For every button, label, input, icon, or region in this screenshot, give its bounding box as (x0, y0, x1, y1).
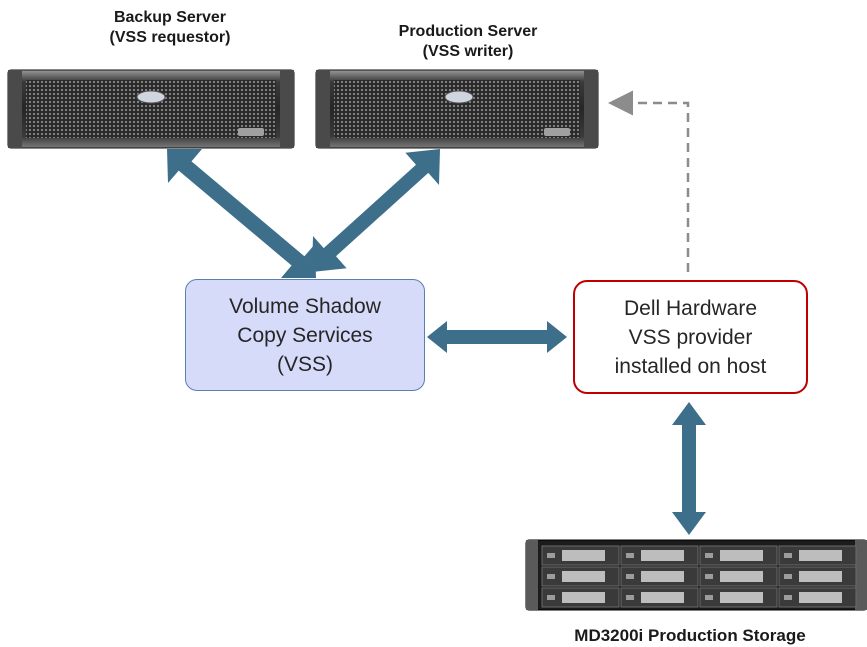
drive-bay-led (626, 553, 634, 558)
drive-bay-led (626, 574, 634, 579)
production-server-title: Production Server (398, 23, 538, 40)
storage-label: MD3200i Production Storage (520, 626, 860, 646)
drive-bay-grill (720, 571, 763, 582)
drive-bay-grill (562, 592, 605, 603)
drive-bay-led (784, 553, 792, 558)
drive-bay-grill (641, 571, 684, 582)
dashed-feedback-arrow (608, 90, 690, 272)
vss-line-2: Copy Services (237, 323, 373, 347)
backup-server-label: Backup Server (VSS requestor) (60, 8, 280, 48)
drive-bay-grill (799, 592, 842, 603)
production-server-role: (VSS writer) (422, 43, 514, 60)
production-server-label: Production Server (VSS writer) (348, 22, 588, 62)
drive-bay-led (547, 574, 555, 579)
drive-bay-led (705, 553, 713, 558)
drive-bay-grill (562, 550, 605, 561)
drive-bay-led (626, 595, 634, 600)
connector-arrows (167, 149, 706, 535)
drive-bay-grill (720, 550, 763, 561)
storage-title: MD3200i Production Storage (574, 626, 806, 645)
arrow-production-vss (312, 149, 440, 272)
backup-server-role: (VSS requestor) (109, 29, 231, 46)
arrow-provider-storage (672, 402, 706, 535)
drive-bay-grill (720, 592, 763, 603)
drive-bay-grill (799, 571, 842, 582)
provider-line-3: installed on host (614, 354, 767, 378)
backup-server-title: Backup Server (113, 9, 227, 26)
drive-bay-led (784, 574, 792, 579)
drive-bay-grill (641, 550, 684, 561)
drive-bay-led (547, 553, 555, 558)
drive-bay-led (547, 595, 555, 600)
vss-line-1: Volume Shadow (229, 294, 381, 318)
drive-bay-grill (799, 550, 842, 561)
storage-array-icon (525, 539, 867, 611)
drive-bay-led (784, 595, 792, 600)
production-server-icon (315, 69, 599, 149)
arrow-backup-vss (167, 149, 316, 278)
vss-box: Volume Shadow Copy Services (VSS) (185, 279, 425, 391)
backup-server-icon (7, 69, 295, 149)
provider-line-1: Dell Hardware (623, 296, 758, 320)
drive-bay-grill (641, 592, 684, 603)
drive-bay-led (705, 595, 713, 600)
provider-line-2: VSS provider (628, 325, 753, 349)
vss-provider-box: Dell Hardware VSS provider installed on … (573, 280, 808, 394)
drive-bay-led (705, 574, 713, 579)
arrow-vss-provider (427, 321, 567, 353)
drive-bay-grill (562, 571, 605, 582)
vss-line-3: (VSS) (276, 352, 333, 376)
